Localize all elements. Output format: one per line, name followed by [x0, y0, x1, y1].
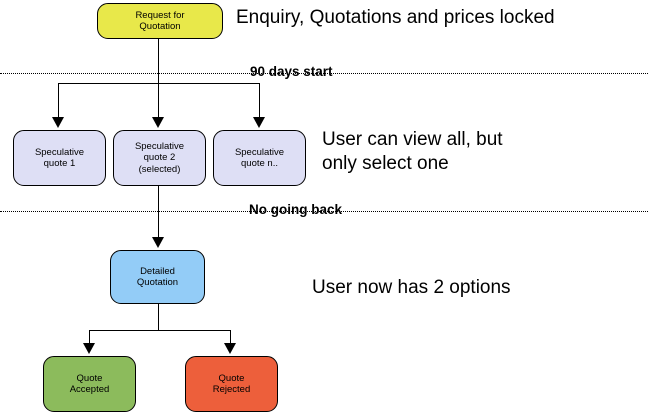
arrowhead-detailed-quotation [152, 237, 164, 248]
node-quote-accepted[interactable]: Quote Accepted [43, 356, 136, 412]
connector-branch-spec1 [58, 83, 59, 118]
connector-branch-spec2 [158, 83, 159, 118]
phase-separator-no-going-back [0, 211, 648, 212]
connector-detail-stem [158, 304, 159, 330]
node-speculative-quote-1[interactable]: Speculative quote 1 [13, 130, 106, 186]
connector-branch-accepted [89, 330, 90, 344]
annotation-enquiry-prices-locked: Enquiry, Quotations and prices locked [236, 7, 555, 28]
arrowhead-spec1 [52, 117, 64, 128]
connector-branch-spec3 [259, 83, 260, 118]
arrowhead-quote-accepted [83, 343, 95, 354]
phase-separator-no-going-back-label: No going back [249, 202, 343, 217]
phase-separator-90-days-label: 90 days start [250, 64, 333, 79]
connector-spec2-stem [158, 186, 159, 238]
phase-separator-90-days [0, 73, 648, 74]
connector-split-bar-bottom [89, 330, 230, 331]
node-speculative-quote-2-selected[interactable]: Speculative quote 2 (selected) [113, 130, 206, 186]
annotation-user-can-view-all: User can view all, but only select one [322, 129, 503, 174]
connector-rfq-stem [158, 39, 159, 83]
arrowhead-spec3 [253, 117, 265, 128]
connector-branch-rejected [230, 330, 231, 344]
node-request-for-quotation[interactable]: Request for Quotation [97, 3, 223, 39]
node-speculative-quote-n[interactable]: Speculative quote n.. [213, 130, 306, 186]
node-detailed-quotation[interactable]: Detailed Quotation [110, 250, 205, 304]
arrowhead-spec2 [152, 117, 164, 128]
annotation-user-now-has-2-options: User now has 2 options [312, 277, 511, 298]
arrowhead-quote-rejected [224, 343, 236, 354]
node-quote-rejected[interactable]: Quote Rejected [185, 356, 278, 412]
